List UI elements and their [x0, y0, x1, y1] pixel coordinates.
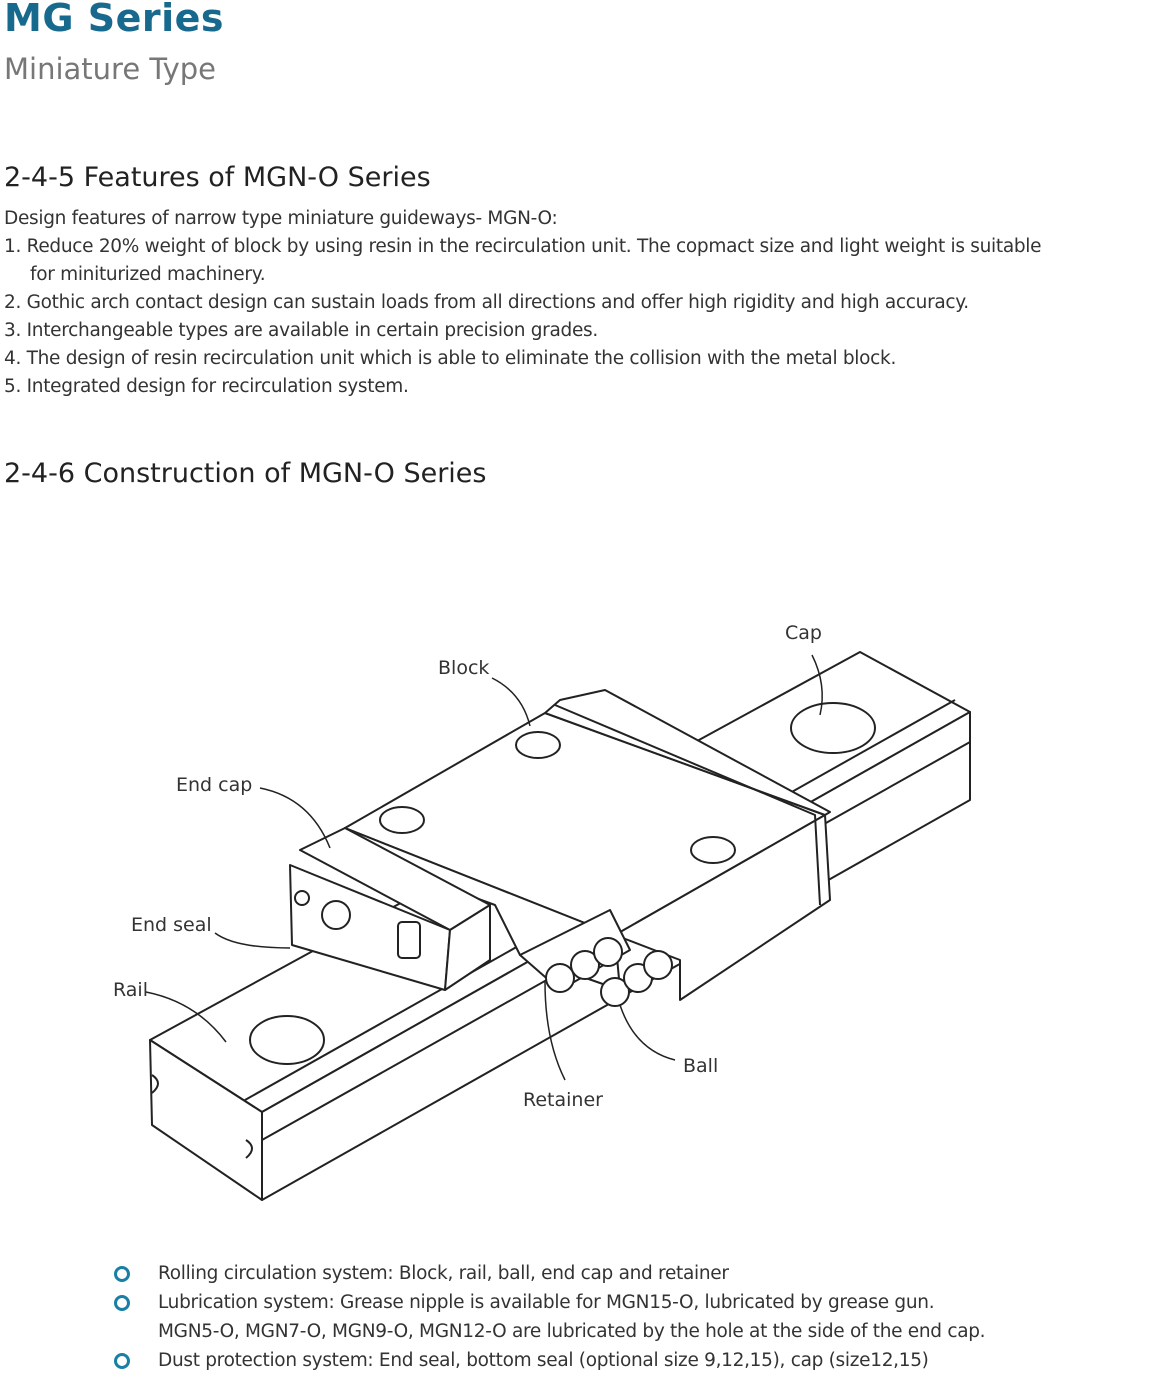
feature-item: 5. Integrated design for recirculation s… [4, 376, 409, 397]
bullet-continuation: MGN5-O, MGN7-O, MGN9-O, MGN12-O are lubr… [110, 1317, 986, 1346]
bullet-text: Dust protection system: End seal, bottom… [158, 1350, 929, 1371]
label-end-seal: End seal [131, 914, 212, 936]
feature-item: 1. Reduce 20% weight of block by using r… [4, 236, 1042, 257]
feature-item: 2. Gothic arch contact design can sustai… [4, 292, 969, 313]
end-cap-drawing [289, 827, 491, 991]
label-end-cap: End cap [176, 774, 253, 796]
label-retainer: Retainer [523, 1089, 603, 1111]
bullet-circle-icon [114, 1295, 130, 1311]
bullet-text: MGN5-O, MGN7-O, MGN9-O, MGN12-O are lubr… [158, 1321, 986, 1342]
construction-bullets: Rolling circulation system: Block, rail,… [110, 1259, 986, 1375]
balls-drawing [545, 937, 673, 1007]
series-subtitle: Miniature Type [4, 52, 216, 86]
feature-item: for miniturized machinery. [30, 264, 266, 285]
label-block: Block [438, 657, 490, 679]
bullet-item: Dust protection system: End seal, bottom… [110, 1346, 985, 1375]
feature-item: 3. Interchangeable types are available i… [4, 320, 598, 341]
bullet-item: Lubrication system: Grease nipple is ava… [110, 1288, 985, 1317]
bullet-text: Lubrication system: Grease nipple is ava… [158, 1292, 935, 1313]
construction-heading: 2-4-6 Construction of MGN-O Series [4, 458, 487, 489]
bullet-circle-icon [114, 1353, 130, 1369]
features-text: Design features of narrow type miniature… [4, 205, 1042, 401]
label-rail: Rail [113, 979, 148, 1001]
guideway-diagram [145, 651, 971, 1201]
features-intro: Design features of narrow type miniature… [4, 208, 558, 229]
feature-item: 4. The design of resin recirculation uni… [4, 348, 897, 369]
label-cap: Cap [785, 622, 822, 644]
bullet-item: Rolling circulation system: Block, rail,… [110, 1259, 985, 1288]
series-title: MG Series [4, 0, 225, 40]
features-heading: 2-4-5 Features of MGN-O Series [4, 162, 431, 193]
bullet-text: Rolling circulation system: Block, rail,… [158, 1263, 729, 1284]
bullet-circle-icon [114, 1266, 130, 1282]
label-ball: Ball [683, 1055, 719, 1077]
